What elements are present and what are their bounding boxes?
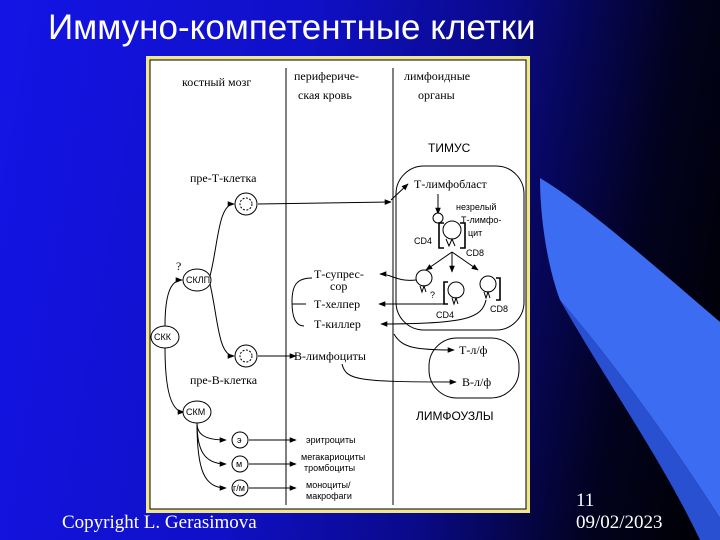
arrow: [451, 251, 479, 271]
erythroid-progenitor: [231, 431, 249, 449]
arrow: [379, 271, 417, 281]
b-lf-label: В-л/ф: [462, 375, 491, 389]
cd8-bracket: [496, 277, 501, 301]
arrow: [425, 251, 453, 271]
sklp-label: СКЛП: [186, 275, 210, 285]
megakaryocyte-progenitor: [231, 455, 249, 473]
immature-t-label: незрелый: [456, 202, 496, 212]
t-lymphoblast-label: Т-лимфобласт: [414, 177, 488, 191]
copyright-footer: Copyright L. Gerasimova: [62, 512, 257, 533]
lymphoblast-cell: [432, 212, 444, 224]
question-mark: ?: [430, 290, 435, 300]
arrow: [390, 183, 409, 201]
megakaryocytes-label: мегакариоциты: [301, 452, 365, 462]
b-lymphocytes-label: В-лимфоциты: [294, 349, 366, 363]
arrow: [341, 363, 457, 385]
cell-gm-label: г/м: [233, 483, 245, 493]
diagram-area: [149, 59, 527, 510]
cd-receptor: [451, 296, 459, 306]
cd-receptor: [483, 290, 491, 300]
cell-e-label: э: [237, 435, 242, 445]
column-header-lymphoid-organs: лимфоидные: [404, 69, 470, 83]
cd-receptor: [419, 284, 427, 294]
arrow: [380, 299, 487, 327]
immature-t-cell: [442, 220, 462, 240]
thymus-label: ТИМУС: [428, 141, 471, 155]
arrow: [209, 201, 235, 277]
skm-label: СКМ: [186, 407, 205, 417]
column-header-lymphoid-organs: органы: [418, 88, 455, 102]
slide-number: 11: [576, 490, 595, 511]
monocytes-label: моноциты/: [306, 480, 351, 490]
arrow: [164, 277, 183, 327]
cd8-label: CD8: [466, 248, 484, 258]
arrow: [164, 347, 185, 415]
cd8-bracket: [460, 222, 466, 249]
t-cell: [415, 269, 433, 287]
immature-t-label: цит: [468, 228, 482, 238]
cd4-label: CD4: [436, 310, 454, 320]
skk-label: СКК: [154, 332, 172, 342]
cell-m-label: м: [236, 459, 242, 469]
pre-t-cell: [234, 192, 258, 216]
t-suppressor-label: Т-супрес-: [314, 267, 364, 281]
lymph-node-outline: [428, 337, 520, 399]
arrow: [196, 422, 227, 491]
t-suppressor-label: сор: [330, 279, 347, 293]
thymus-outline: [395, 165, 525, 331]
t-lf-label: Т-л/ф: [459, 343, 488, 357]
pre-b-cell: [234, 344, 258, 368]
cd8-t-cell: [479, 275, 497, 293]
macrophages-label: макрофаги: [306, 491, 352, 501]
diagram-panel: костный мозг перифериче- ская кровь лимф…: [146, 56, 530, 513]
column-header-peripheral-blood: перифериче-: [294, 69, 359, 83]
slide-title: Иммуно-компетентные клетки: [48, 8, 536, 47]
t-killer-label: Т-киллер: [314, 317, 361, 331]
pre-t-cell-label: пре-Т-клетка: [190, 171, 257, 185]
cd-receptor: [445, 237, 456, 248]
cd8-label: CD8: [490, 304, 508, 314]
column-header-peripheral-blood: ская кровь: [298, 88, 352, 102]
sklp-cell: [182, 268, 212, 292]
cell-nucleus: [239, 349, 253, 363]
column-header-bone-marrow: костный мозг: [182, 75, 251, 89]
slide-date: 09/02/2023: [576, 512, 663, 533]
lymph-nodes-label: ЛИМФОУЗЛЫ: [416, 409, 494, 423]
immature-t-label: Т-лимфо-: [461, 215, 501, 225]
cd4-label: CD4: [414, 236, 432, 246]
granulocyte-monocyte-progenitor: [231, 479, 249, 497]
immune-cells-diagram: костный мозг перифериче- ская кровь лимф…: [149, 59, 527, 510]
connector: [291, 277, 313, 327]
cell-nucleus: [239, 197, 253, 211]
question-mark: ?: [176, 259, 181, 273]
arrow: [257, 199, 392, 205]
t-helper-label: Т-хелпер: [314, 297, 360, 311]
erythrocytes-label: эритроциты: [306, 435, 356, 445]
arrow: [393, 333, 455, 353]
cd4-t-cell: [447, 281, 465, 299]
arrow: [209, 283, 235, 359]
cd4-bracket: [438, 222, 444, 249]
thrombocytes-label: тромбоциты: [304, 463, 355, 473]
pre-b-cell-label: пре-В-клетка: [190, 373, 258, 387]
